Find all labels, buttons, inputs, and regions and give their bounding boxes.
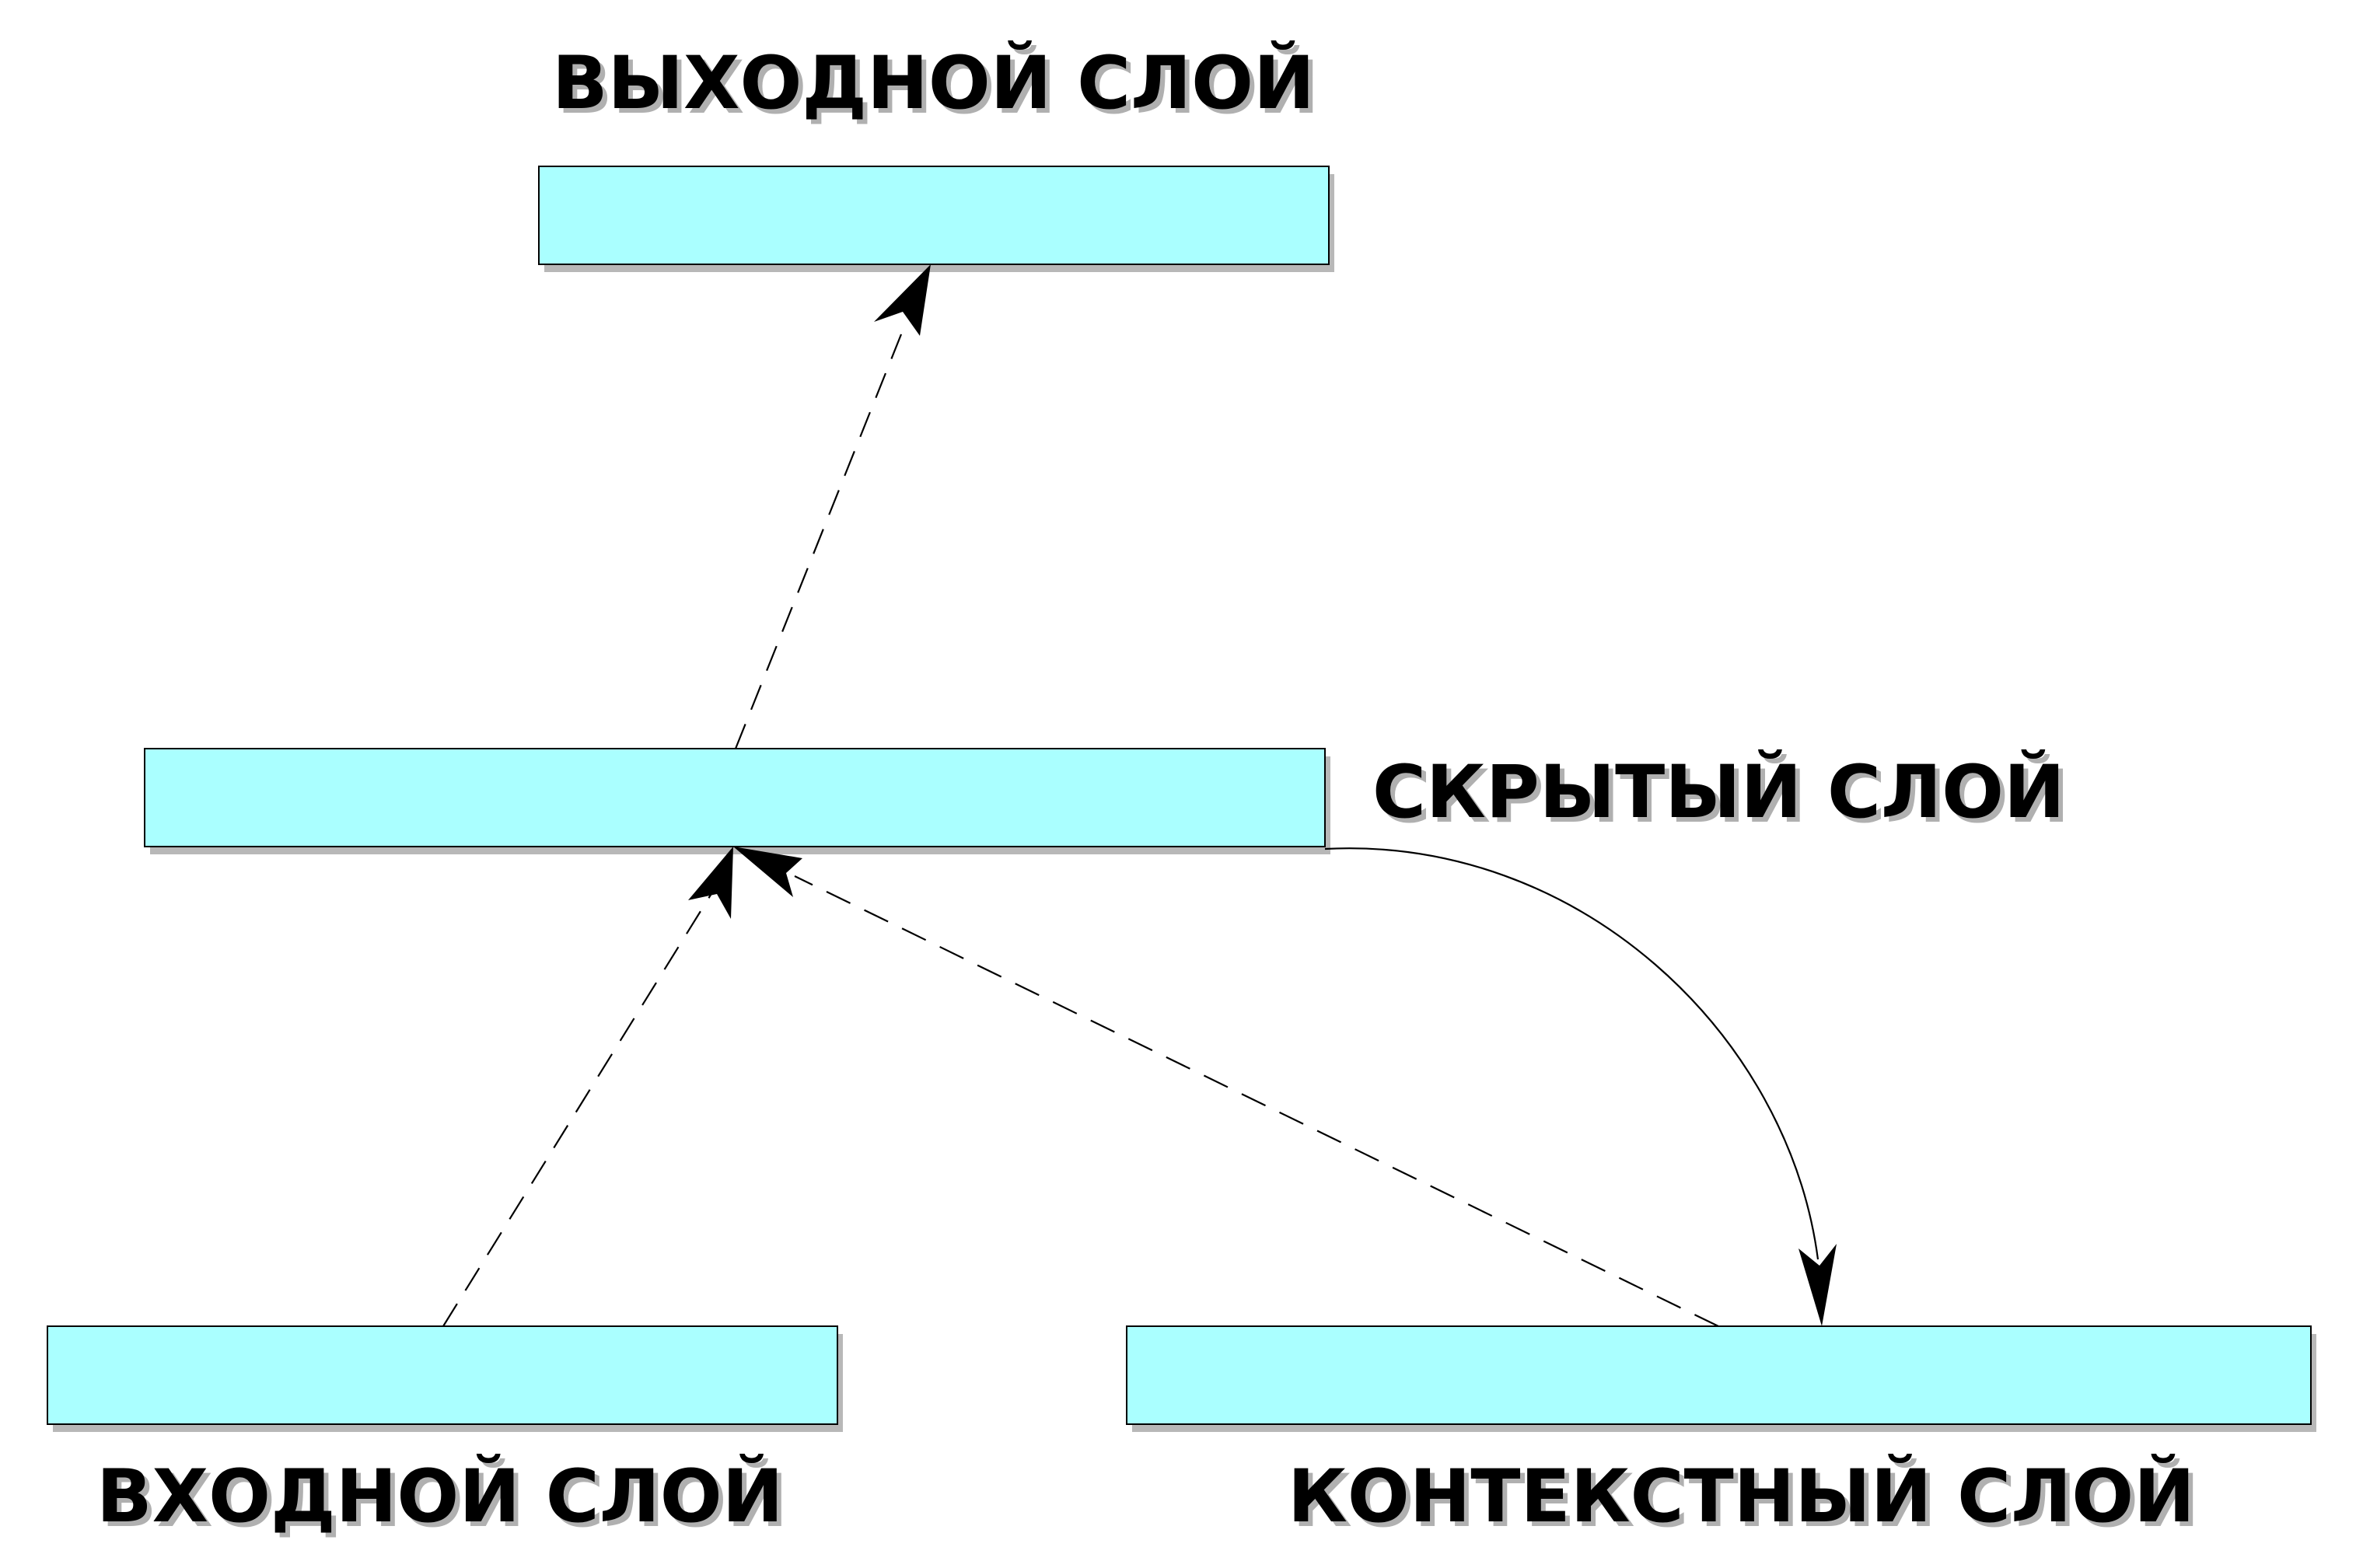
hidden-layer-label: СКРЫТЫЙ СЛОЙ: [1372, 749, 2065, 835]
output-layer-label-shadow: ВЫХОДНОЙ СЛОЙ: [557, 44, 1320, 131]
input-to-hidden-arrow: [442, 847, 733, 1327]
context-layer-label-shadow: КОНТЕКСТНЫЙ СЛОЙ: [1292, 1458, 2200, 1544]
context-to-hidden-arrow: [733, 847, 1719, 1327]
hidden-layer-label-group: СКРЫТЫЙ СЛОЙ СКРЫТЫЙ СЛОЙ: [1372, 749, 2070, 840]
context-to-hidden-arrowhead: [733, 847, 802, 897]
context-layer-box: [1126, 1325, 2316, 1432]
hidden-to-context-arrowhead: [1798, 1244, 1837, 1326]
output-layer-label: ВЫХОДНОЙ СЛОЙ: [552, 40, 1315, 126]
context-layer-label: КОНТЕКСТНЫЙ СЛОЙ: [1288, 1453, 2195, 1539]
hidden-to-output-arrowhead: [874, 264, 931, 336]
hidden-to-output-arrow: [734, 264, 931, 749]
input-to-hidden-line: [442, 882, 719, 1327]
input-layer-label-group: ВХОДНОЙ СЛОЙ ВХОДНОЙ СЛОЙ: [96, 1453, 788, 1544]
output-layer-box: [538, 166, 1334, 272]
hidden-to-context-arrow: [1324, 847, 1837, 1326]
output-layer-label-group: ВЫХОДНОЙ СЛОЙ ВЫХОДНОЙ СЛОЙ: [552, 40, 1320, 131]
hidden-layer-rect: [144, 748, 1326, 847]
hidden-layer-label-shadow: СКРЫТЫЙ СЛОЙ: [1377, 753, 2070, 840]
hidden-layer-box: [144, 748, 1330, 854]
input-layer-label: ВХОДНОЙ СЛОЙ: [96, 1453, 783, 1539]
input-layer-label-shadow: ВХОДНОЙ СЛОЙ: [101, 1458, 788, 1544]
input-layer-box: [47, 1325, 843, 1432]
input-to-hidden-arrowhead: [688, 847, 733, 919]
context-layer-rect: [1126, 1325, 2312, 1425]
context-layer-label-group: КОНТЕКСТНЫЙ СЛОЙ КОНТЕКСТНЫЙ СЛОЙ: [1288, 1453, 2200, 1544]
hidden-to-output-line: [734, 326, 906, 749]
hidden-to-context-curve: [1324, 847, 1819, 1260]
input-layer-rect: [47, 1325, 838, 1425]
context-to-hidden-line: [794, 875, 1719, 1327]
output-layer-rect: [538, 166, 1330, 265]
